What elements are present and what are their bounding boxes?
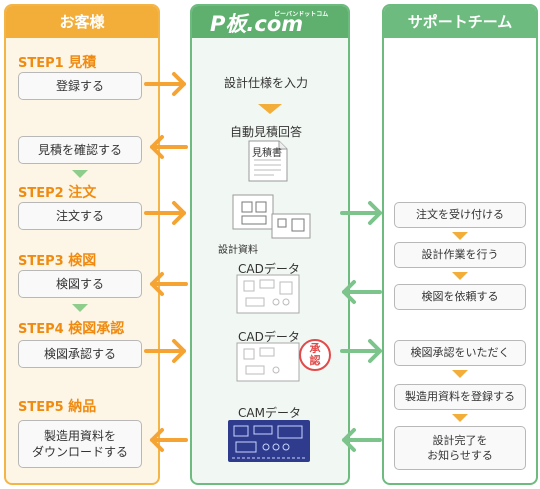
customer-header: お客様 — [6, 6, 158, 38]
step2-label: STEP2 注文 — [18, 182, 96, 202]
arrow-left-icon — [150, 135, 188, 159]
down-arrow-icon — [258, 104, 282, 114]
download-line2: ダウンロードする — [31, 445, 128, 459]
down-arrow-icon — [452, 370, 468, 378]
download-box: 製造用資料を ダウンロードする — [18, 420, 142, 468]
arrow-right-icon — [144, 339, 186, 363]
support-column: サポートチーム 注文を受け付ける 設計作業を行う 検図を依頼する 検図承認をいた… — [382, 4, 538, 485]
cad-data-text-2: CADデータ — [238, 330, 300, 344]
pcb-column: P板.com ピーバンドットコム 設計仕様を入力 自動見積回答 見積書 設計資料 — [190, 4, 350, 485]
cam-data-text: CAMデータ — [238, 406, 301, 420]
download-line1: 製造用資料を — [43, 429, 116, 443]
register-docs-box: 製造用資料を登録する — [394, 384, 526, 410]
step4-label: STEP4 検図承認 — [18, 318, 124, 338]
step4-name: 検図承認 — [68, 321, 125, 337]
notify-line1: 設計完了を — [432, 434, 488, 447]
cad-board-icon — [236, 342, 300, 382]
quote-document-icon: 見積書 — [248, 140, 288, 182]
logo-main: P板.com — [210, 12, 303, 36]
request-review-box: 検図を依頼する — [394, 284, 526, 310]
arrow-right-icon — [340, 339, 382, 363]
step2-number: STEP2 — [18, 186, 64, 201]
spec-input-text: 設計仕様を入力 — [224, 76, 309, 90]
customer-column: お客様 STEP1 見積 登録する 見積を確認する STEP2 注文 注文する … — [4, 4, 160, 485]
auto-quote-text: 自動見積回答 — [230, 125, 303, 139]
step5-name: 納品 — [68, 399, 97, 415]
step5-number: STEP5 — [18, 400, 64, 415]
order-box: 注文する — [18, 202, 142, 230]
register-box: 登録する — [18, 72, 142, 100]
receive-approval-box: 検図承認をいただく — [394, 340, 526, 366]
down-arrow-icon — [452, 414, 468, 422]
down-arrow-icon — [452, 272, 468, 280]
step3-name: 検図 — [68, 253, 97, 269]
step1-name: 見積 — [68, 55, 97, 71]
arrow-left-icon — [342, 428, 382, 452]
logo-kana: ピーバンドットコム — [274, 10, 328, 18]
arrow-right-icon — [144, 201, 186, 225]
step5-label: STEP5 納品 — [18, 396, 96, 416]
approval-stamp-text: 承認 — [309, 342, 321, 367]
cad-board-icon — [236, 274, 300, 314]
step2-name: 注文 — [68, 185, 97, 201]
notify-line2: お知らせする — [427, 449, 493, 462]
design-docs-icon — [232, 194, 312, 240]
arrow-left-icon — [150, 272, 188, 296]
support-header: サポートチーム — [384, 6, 536, 38]
arrow-right-icon — [144, 72, 186, 96]
step3-label: STEP3 検図 — [18, 250, 96, 270]
down-arrow-icon — [72, 170, 88, 178]
accept-order-box: 注文を受け付ける — [394, 202, 526, 228]
confirm-quote-box: 見積を確認する — [18, 136, 142, 164]
step3-number: STEP3 — [18, 254, 64, 269]
pban-logo-icon: P板.com ピーバンドットコム — [210, 10, 328, 36]
cad-data-text-1: CADデータ — [238, 262, 300, 276]
down-arrow-icon — [452, 232, 468, 240]
review-box: 検図する — [18, 270, 142, 298]
step1-number: STEP1 — [18, 56, 64, 71]
arrow-left-icon — [342, 280, 382, 304]
arrow-right-icon — [340, 201, 382, 225]
down-arrow-icon — [72, 304, 88, 312]
pcb-header: P板.com ピーバンドットコム — [192, 6, 348, 38]
step1-label: STEP1 見積 — [18, 52, 96, 72]
quote-doc-label: 見積書 — [252, 148, 282, 159]
step4-number: STEP4 — [18, 322, 64, 337]
design-work-box: 設計作業を行う — [394, 242, 526, 268]
approve-box: 検図承認する — [18, 340, 142, 368]
cam-board-icon — [228, 420, 310, 462]
approval-stamp-icon: 承認 — [298, 338, 332, 372]
design-docs-text: 設計資料 — [218, 245, 258, 256]
arrow-left-icon — [150, 428, 188, 452]
notify-complete-box: 設計完了を お知らせする — [394, 426, 526, 470]
